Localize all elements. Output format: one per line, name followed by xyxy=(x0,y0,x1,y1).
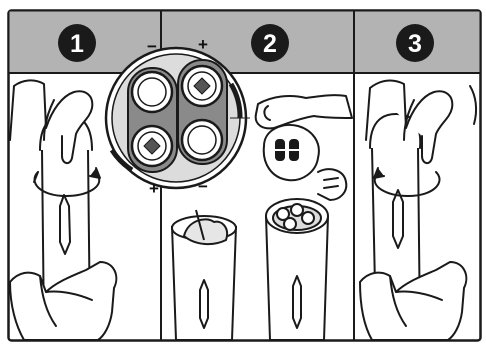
battery-top-left xyxy=(132,72,172,112)
step-1-number: 1 xyxy=(70,30,84,58)
step-2-badge: 2 xyxy=(251,24,289,62)
polarity-bottom-right: − xyxy=(198,177,208,196)
polarity-bottom-left: + xyxy=(149,179,159,198)
flashlight-tube-open xyxy=(172,210,236,340)
step-1-badge: 1 xyxy=(58,24,96,62)
step-3-badge: 3 xyxy=(396,24,434,62)
battery-top-right xyxy=(182,66,222,106)
polarity-top-left: − xyxy=(147,37,157,56)
battery-bottom-left xyxy=(132,126,172,166)
flashlight-window-1 xyxy=(60,195,70,254)
flashlight-window-3 xyxy=(393,190,403,248)
battery-bottom-right xyxy=(182,120,222,160)
step-2-number: 2 xyxy=(263,30,277,58)
polarity-top-right: + xyxy=(198,35,208,54)
step-3-number: 3 xyxy=(408,30,422,58)
